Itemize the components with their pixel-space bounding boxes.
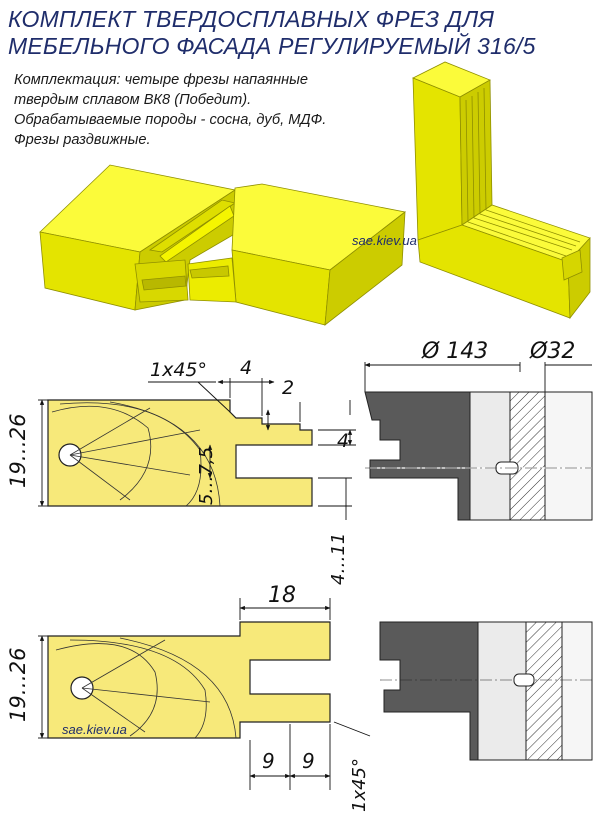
cutter-section-bottom	[379, 621, 593, 761]
page-title: КОМПЛЕКТ ТВЕРДОСПЛАВНЫХ ФРЕЗ ДЛЯ МЕБЕЛЬН…	[8, 6, 598, 60]
workpiece-3d-corner	[412, 61, 591, 320]
dim-height-top: 19…26	[6, 414, 30, 488]
description-line-2: твердым сплавом ВК8 (Победит).	[14, 92, 252, 108]
dim-depth-2: 2	[282, 377, 294, 399]
description-line-3: Обрабатываемые породы - сосна, дуб, МДФ.	[14, 112, 327, 128]
dim-chamfer-bottom: 1x45°	[349, 758, 370, 812]
profile-drawing-top: 1x45° 4 2 19…26 5…7,5 4 4…11	[6, 357, 356, 585]
title-line-2: МЕБЕЛЬНОГО ФАСАДА РЕГУЛИРУЕМЫЙ 316/5	[8, 33, 536, 59]
cutter-section-top: Ø 143 Ø32	[364, 339, 593, 521]
dim-width-9b: 9	[302, 749, 315, 773]
dim-offset-range: 4…11	[328, 533, 349, 585]
watermark-bottom: sae.kiev.ua	[62, 722, 127, 737]
dim-diameter-bore: Ø32	[529, 339, 575, 364]
title-line-1: КОМПЛЕКТ ТВЕРДОСПЛАВНЫХ ФРЕЗ ДЛЯ	[8, 6, 495, 32]
description: Комплектация: четыре фрезы напаянные тве…	[14, 70, 434, 150]
description-line-4: Фрезы раздвижные.	[14, 132, 151, 148]
watermark-top: sae.kiev.ua	[352, 233, 417, 248]
dim-groove-range: 5…7,5	[196, 447, 217, 505]
dim-chamfer-top: 1x45°	[150, 359, 207, 381]
dim-tongue-4: 4	[337, 430, 349, 452]
dim-diameter-outer: Ø 143	[421, 339, 488, 364]
workpiece-3d-panel	[39, 164, 406, 326]
profile-drawing-bottom: 18 19…26 9 9 1x45°	[6, 583, 371, 812]
dim-width-4: 4	[240, 357, 252, 379]
dim-width-18: 18	[268, 583, 296, 608]
description-line-1: Комплектация: четыре фрезы напаянные	[14, 72, 308, 88]
dim-height-bottom: 19…26	[6, 648, 30, 722]
dim-width-9a: 9	[262, 749, 275, 773]
